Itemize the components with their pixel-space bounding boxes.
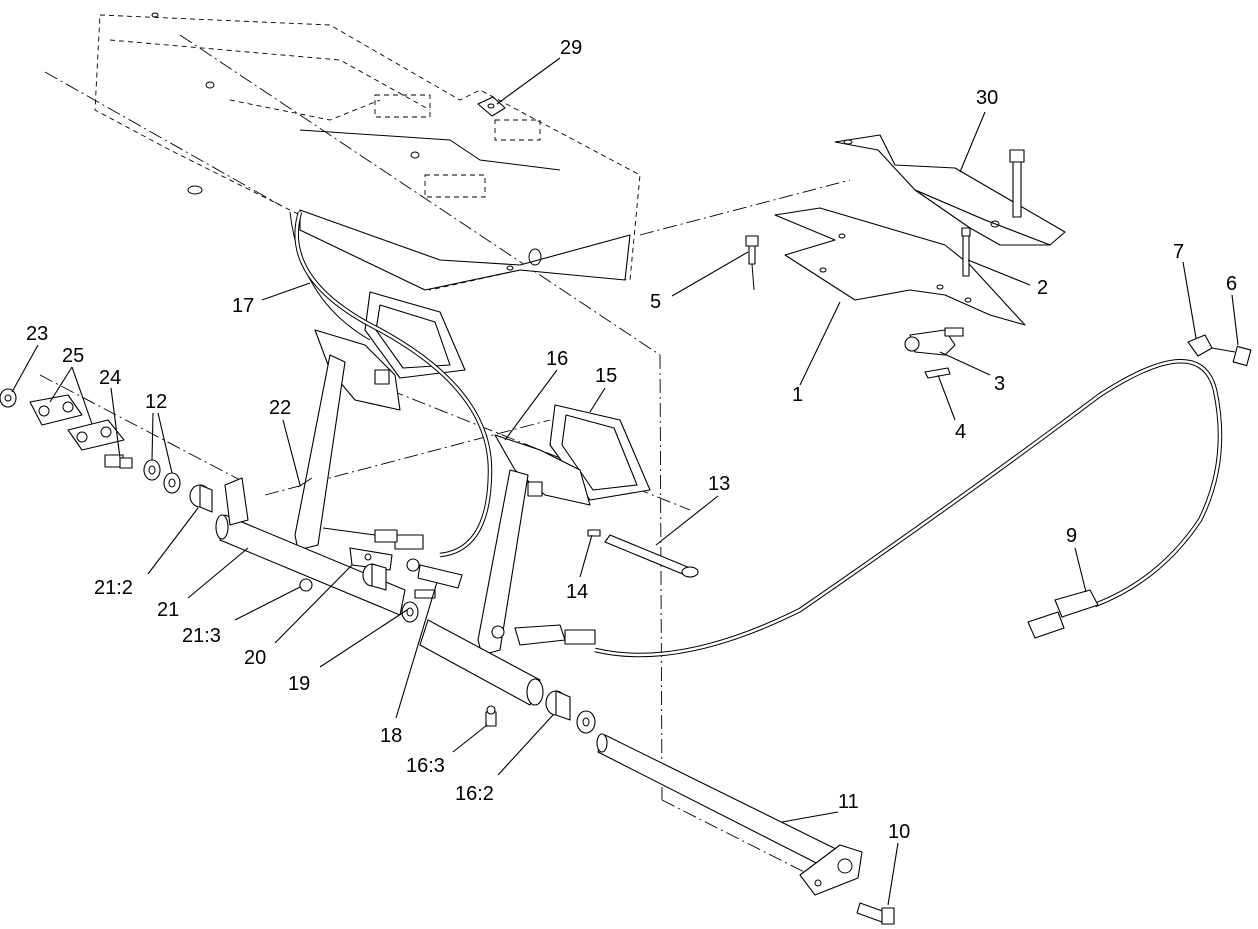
callout-25: 25 xyxy=(62,345,84,367)
fitting-21-3 xyxy=(299,578,313,592)
nut-23 xyxy=(0,388,17,408)
pin-22 xyxy=(297,477,313,488)
callout-21-2: 21:2 xyxy=(94,577,133,599)
callout-2: 2 xyxy=(1037,277,1048,299)
callout-6: 6 xyxy=(1226,273,1237,295)
bolt-top xyxy=(1009,149,1025,218)
shaft-16 xyxy=(419,619,544,706)
spring-18 xyxy=(406,558,463,589)
callout-4: 4 xyxy=(955,421,966,443)
callout-1: 1 xyxy=(792,384,803,406)
callout-10: 10 xyxy=(888,821,910,843)
cover-plate-30 xyxy=(834,134,1066,246)
cable-upper xyxy=(294,211,493,558)
bolt-6 xyxy=(1211,345,1252,367)
bolt-24 xyxy=(104,454,133,469)
bushings-19 xyxy=(362,563,436,623)
callout-5: 5 xyxy=(650,291,661,313)
clip-nut-29 xyxy=(477,96,506,117)
callout-9: 9 xyxy=(1066,525,1077,547)
bolt-2 xyxy=(961,227,971,277)
callout-14: 14 xyxy=(566,581,588,603)
callout-29: 29 xyxy=(560,37,582,59)
callout-16: 16 xyxy=(546,348,568,370)
callout-30: 30 xyxy=(976,87,998,109)
callout-17: 17 xyxy=(232,295,254,317)
plates-25 xyxy=(29,394,125,451)
callout-16-2: 16:2 xyxy=(455,783,494,805)
callout-7: 7 xyxy=(1173,241,1184,263)
leader-lines xyxy=(11,57,1239,906)
clip-4 xyxy=(924,367,951,379)
centerlines xyxy=(39,34,851,881)
callout-13: 13 xyxy=(708,473,730,495)
rod-13 xyxy=(604,534,699,578)
callout-22: 22 xyxy=(269,397,291,419)
pedal-arm-left xyxy=(294,329,401,551)
bolt-5 xyxy=(745,235,759,291)
callout-16-3: 16:3 xyxy=(406,755,445,777)
fitting-16-3 xyxy=(485,705,497,727)
callout-21-3: 21:3 xyxy=(182,625,221,647)
cable-long xyxy=(594,334,1223,658)
link-20 xyxy=(349,547,393,571)
callout-20: 20 xyxy=(244,647,266,669)
callout-15: 15 xyxy=(595,365,617,387)
mount-plate-1 xyxy=(774,207,1026,326)
pivot-shaft-11 xyxy=(596,733,863,896)
callout-24: 24 xyxy=(99,367,121,389)
bolt-10 xyxy=(856,902,895,925)
spring-right xyxy=(491,624,596,646)
washers-12 xyxy=(143,459,181,494)
callout-19: 19 xyxy=(288,673,310,695)
pin-14 xyxy=(587,529,601,537)
callout-18: 18 xyxy=(380,725,402,747)
switch-3 xyxy=(904,327,964,356)
bushing-21-2 xyxy=(189,484,213,513)
callout-12: 12 xyxy=(145,391,167,413)
callout-3: 3 xyxy=(994,373,1005,395)
callout-labels: 29 30 17 5 2 1 3 4 7 6 23 25 24 12 22 16… xyxy=(26,37,1237,843)
pedal-arm-16 xyxy=(477,434,591,656)
callout-11: 11 xyxy=(838,791,859,813)
frame-assembly xyxy=(94,12,641,341)
callout-23: 23 xyxy=(26,323,48,345)
callout-21: 21 xyxy=(157,599,179,621)
bushing-16-2 xyxy=(545,690,596,734)
